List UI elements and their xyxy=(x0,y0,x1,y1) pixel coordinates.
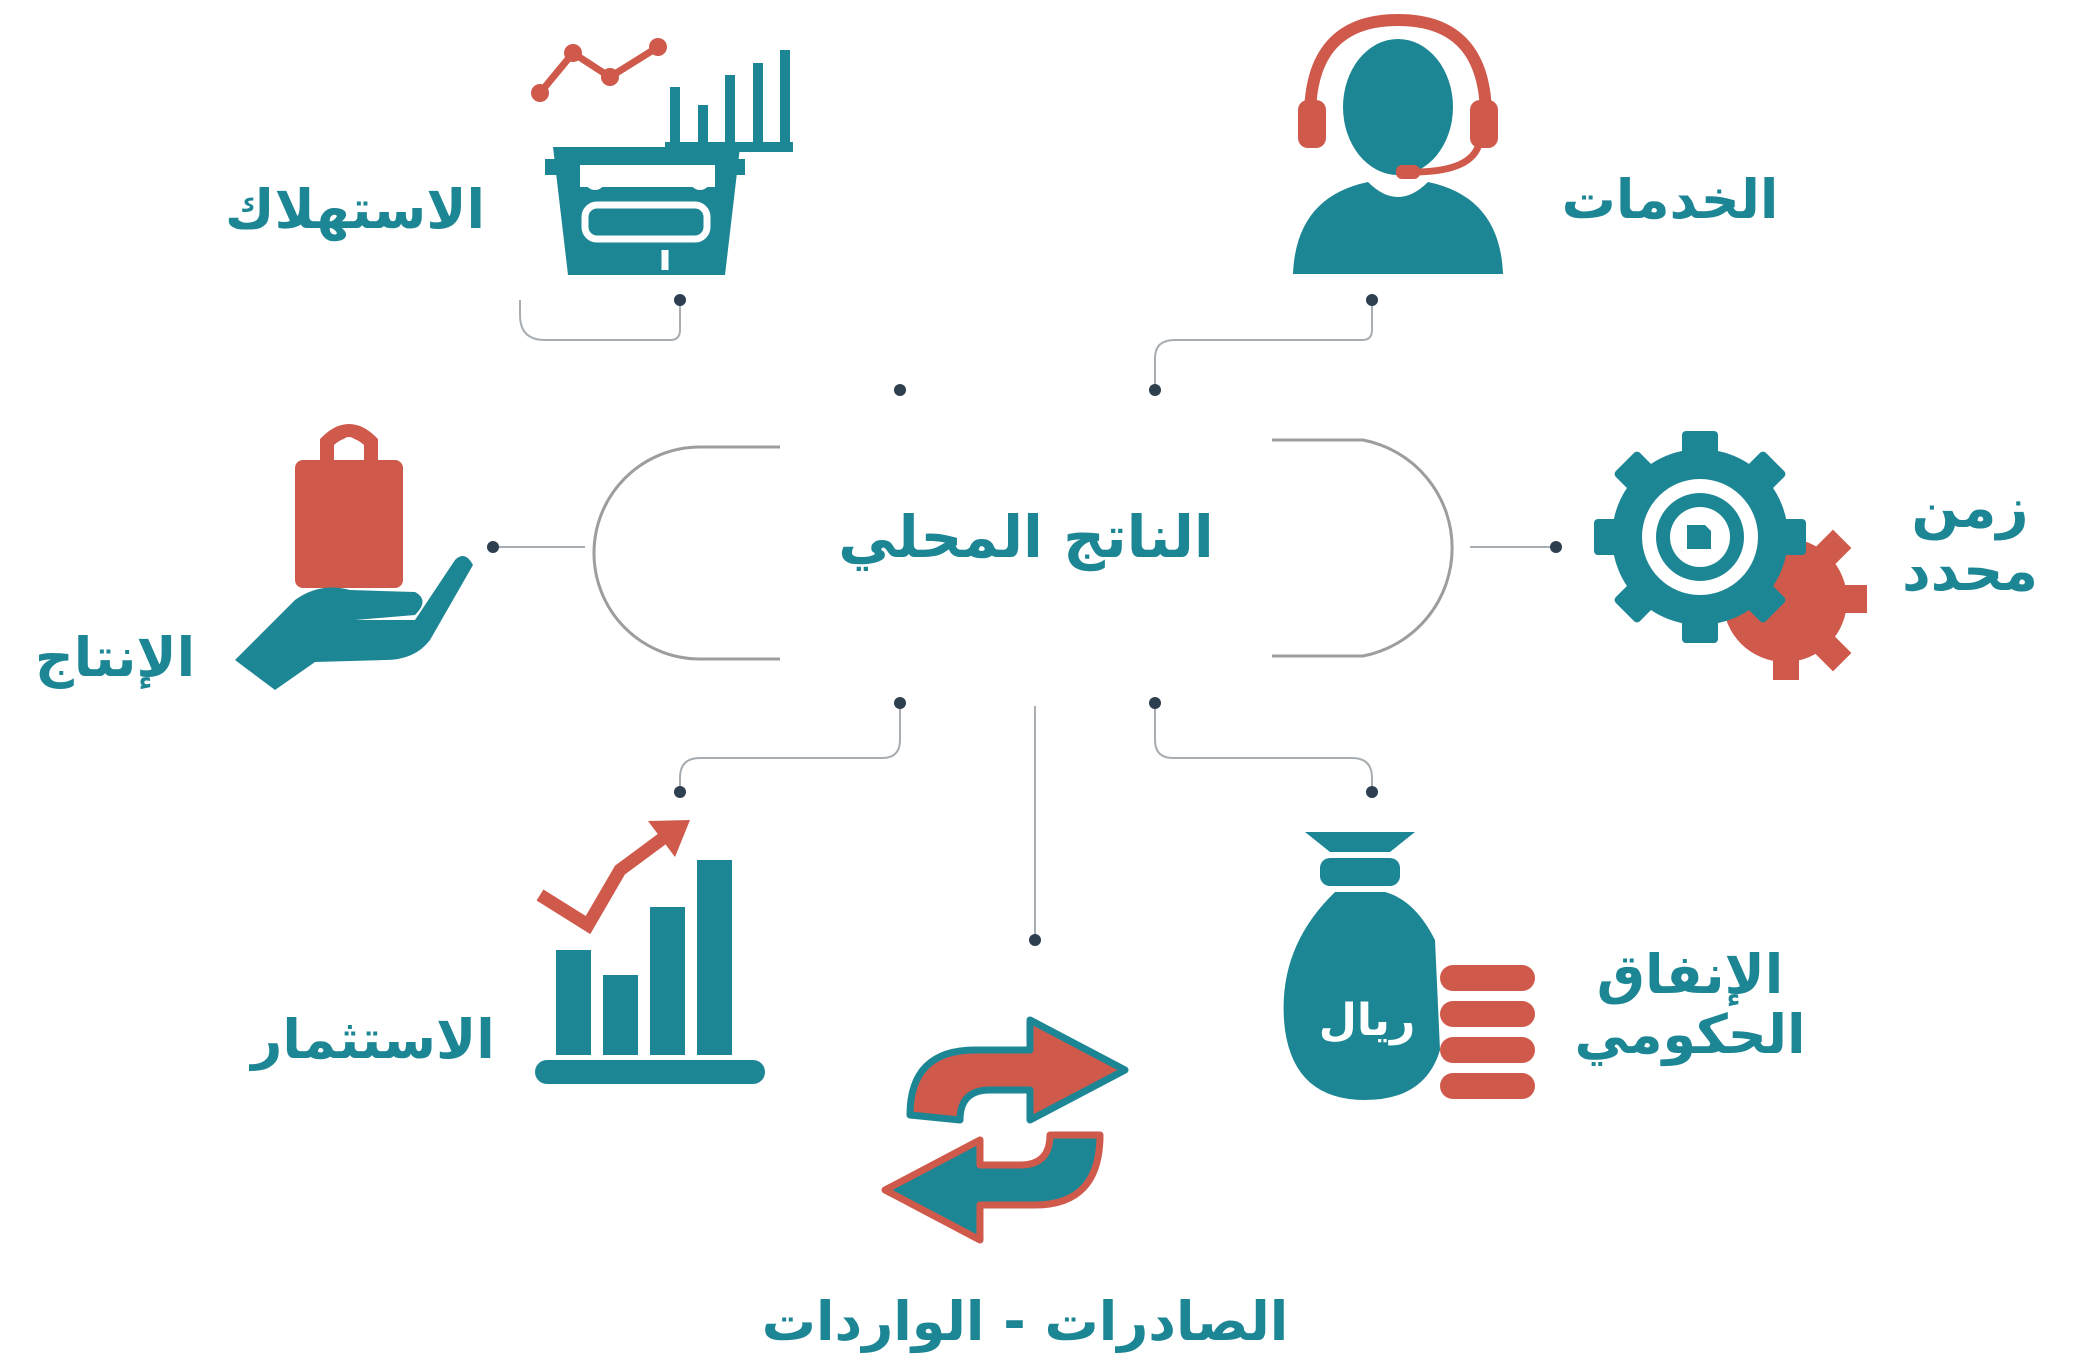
exchange-arrows-icon xyxy=(880,1005,1130,1255)
node-trade-label: الصادرات - الواردات xyxy=(761,1290,1289,1353)
center-title: الناتج المحلي xyxy=(838,503,1214,571)
node-consumption-label: الاستهلاك xyxy=(224,178,485,241)
bag-currency-text: ريال xyxy=(1319,995,1416,1046)
node-time-label: زمن محدد xyxy=(1880,476,2060,604)
node-time-label-line2: محدد xyxy=(1901,538,2039,604)
hand-holding-bag-icon xyxy=(225,420,475,700)
left-bracket xyxy=(592,445,780,661)
node-gov-spending-label: الإنفاق الحكومي xyxy=(1560,943,1820,1067)
dot-time xyxy=(1550,541,1562,553)
connector-consumption xyxy=(519,300,681,341)
dot-investment-icon xyxy=(674,786,686,798)
node-gov-spending-label-line2: الحكومي xyxy=(1574,1003,1806,1067)
node-time-label-line1: زمن xyxy=(1911,476,2029,541)
connector-services xyxy=(1154,300,1373,390)
dot-gov-icon xyxy=(1366,786,1378,798)
node-production-label: الإنتاج xyxy=(34,626,196,689)
growth-bar-chart-icon xyxy=(530,815,770,1095)
node-investment-label: الاستثمار xyxy=(251,1008,495,1071)
node-gov-spending-label-line1: الإنفاق xyxy=(1596,943,1784,1006)
dot-consumption-center xyxy=(894,384,906,396)
dot-trade xyxy=(1029,934,1041,946)
node-services-label: الخدمات xyxy=(1561,168,1779,231)
connector-gov-spending xyxy=(1154,703,1373,792)
connector-investment xyxy=(679,703,901,792)
money-bag-coins-icon: ريال xyxy=(1275,830,1545,1110)
dot-services-center xyxy=(1149,384,1161,396)
shopping-basket-chart-icon xyxy=(525,35,805,285)
gear-clock-icon xyxy=(1585,425,1875,685)
customer-service-headset-icon xyxy=(1288,12,1508,282)
right-bracket xyxy=(1272,438,1454,658)
dot-investment-center xyxy=(894,697,906,709)
dot-gov-center xyxy=(1149,697,1161,709)
dot-services-icon xyxy=(1366,294,1378,306)
dot-consumption-icon xyxy=(674,294,686,306)
dot-production xyxy=(487,541,499,553)
